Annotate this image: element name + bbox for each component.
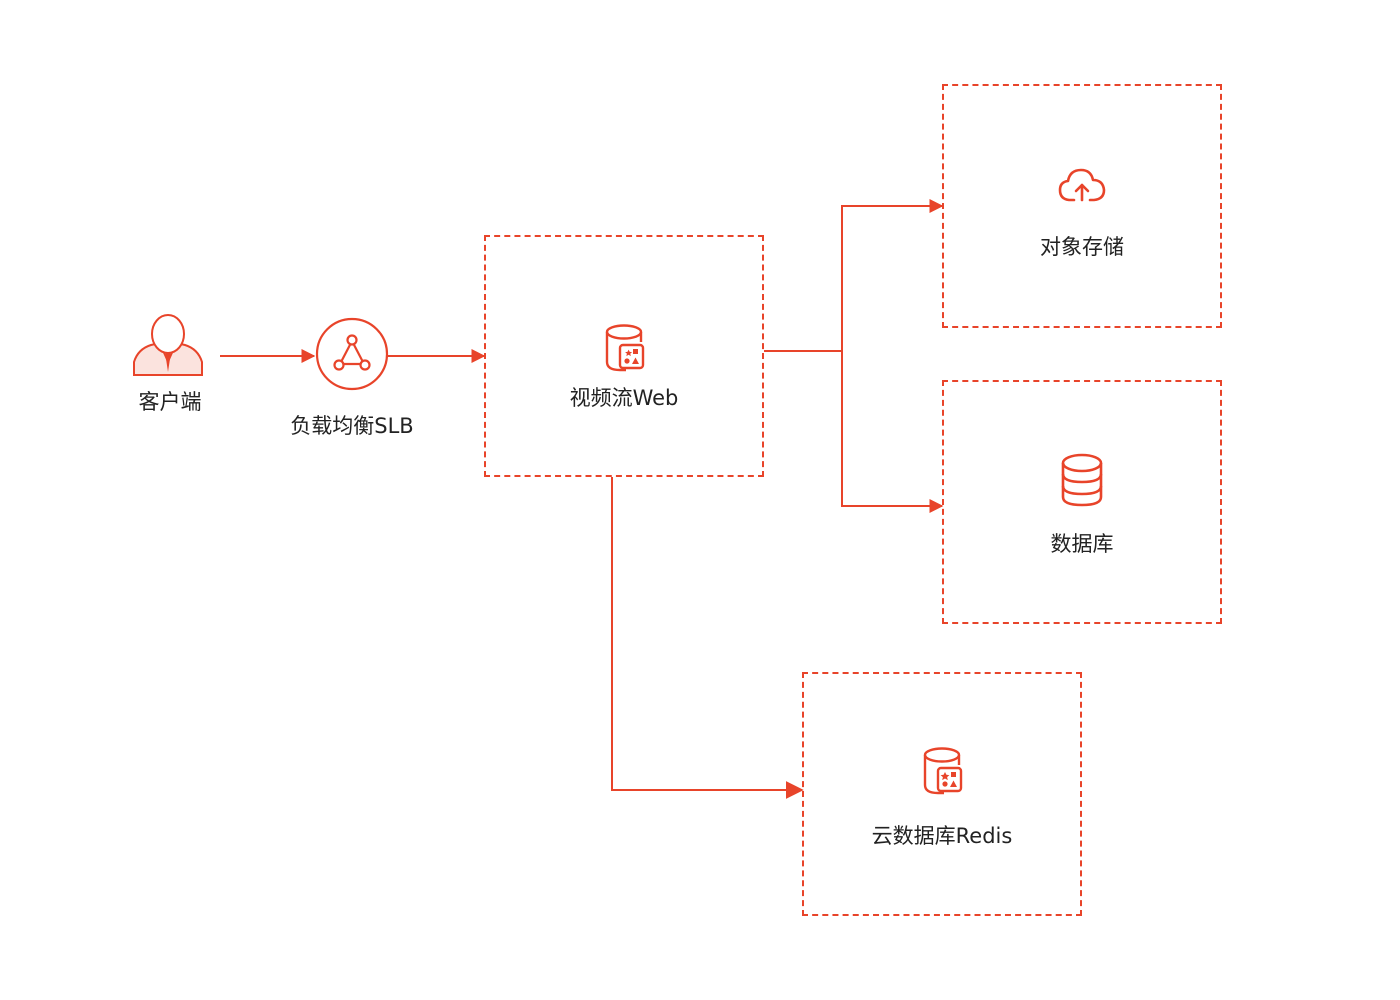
redis-label: 云数据库Redis xyxy=(871,824,1013,848)
cloud-upload-icon xyxy=(1058,168,1106,202)
database-label: 数据库 xyxy=(1050,532,1114,556)
user-icon xyxy=(133,314,203,376)
database-app-icon xyxy=(923,747,963,795)
object-storage-label: 对象存储 xyxy=(1040,235,1124,259)
load-balancer-icon xyxy=(315,317,389,391)
slb-label: 负载均衡SLB xyxy=(290,414,414,438)
web-label: 视频流Web xyxy=(569,386,679,410)
edge-web-to-db xyxy=(841,351,944,513)
edge-web-to-redis xyxy=(611,477,804,799)
edge-web-to-oss xyxy=(841,199,944,351)
client-label: 客户端 xyxy=(138,390,202,414)
database-icon xyxy=(1061,453,1103,507)
database-app-icon xyxy=(605,324,645,372)
